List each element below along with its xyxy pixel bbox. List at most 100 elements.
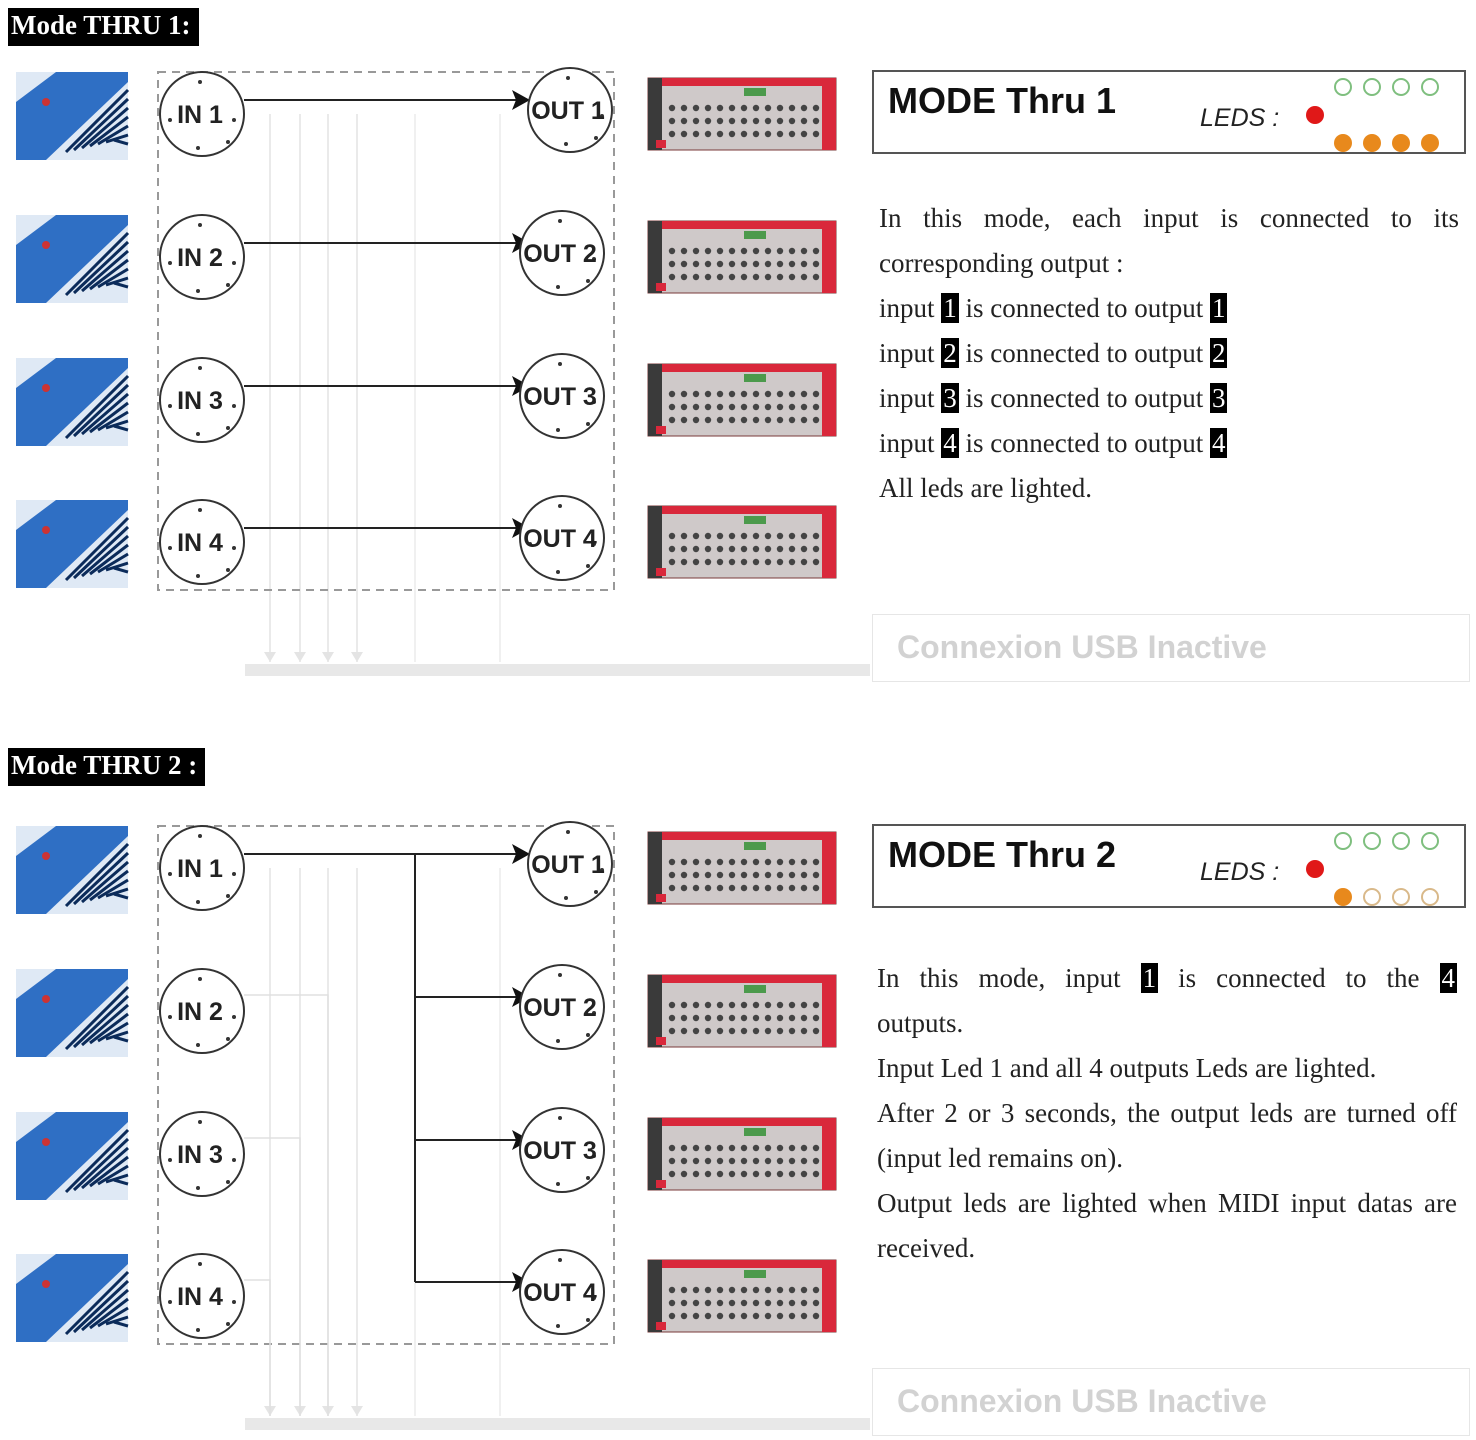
keyboard-icon [16, 358, 130, 446]
midi-in-port: IN 2 [159, 214, 245, 300]
usb-status-box: Connexion USB Inactive [872, 614, 1470, 682]
leds-label: LEDS : [1200, 104, 1280, 132]
midi-out-port: OUT 2 [519, 210, 605, 296]
keyboard-icon [16, 826, 130, 914]
desc-intro-2: outputs. [877, 1008, 964, 1038]
section-title: Mode THRU 1: [8, 8, 199, 46]
desc-para: Input Led 1 and all 4 outputs Leds are l… [877, 1053, 1377, 1083]
usb-status-label: Connexion USB Inactive [897, 1383, 1267, 1419]
midi-in-port: IN 2 [159, 968, 245, 1054]
leds-label: LEDS : [1200, 858, 1280, 886]
midi-out-port: OUT 2 [519, 964, 605, 1050]
usb-arrow [264, 652, 276, 662]
midi-out-port: OUT 4 [519, 1249, 605, 1335]
desc-line: input 2 is connected to output 2 [879, 338, 1228, 368]
svg-text:IN 2: IN 2 [177, 244, 223, 272]
synth-rack-icon [647, 77, 837, 151]
route-arrow [512, 90, 530, 110]
mode-status-box: MODE Thru 1 LEDS : [872, 70, 1466, 154]
desc-intro-2: corresponding output : [879, 248, 1124, 278]
output-led-bottom [1421, 888, 1439, 906]
output-led-bottom [1392, 134, 1410, 152]
usb-bus [245, 664, 870, 676]
output-led-bottom [1363, 134, 1381, 152]
output-led-bottom [1334, 888, 1352, 906]
mode-title: MODE Thru 1 [888, 80, 1117, 121]
svg-text:IN 1: IN 1 [177, 101, 223, 129]
svg-text:OUT 1: OUT 1 [531, 97, 605, 125]
output-led-top [1363, 78, 1381, 96]
usb-arrow [322, 652, 334, 662]
mode-title: MODE Thru 2 [888, 834, 1117, 875]
output-led-bottom [1421, 134, 1439, 152]
synth-rack-icon [647, 505, 837, 579]
input-led [1306, 860, 1324, 878]
output-led-top [1392, 832, 1410, 850]
midi-in-port: IN 1 [159, 825, 245, 911]
synth-rack-icon [647, 363, 837, 437]
keyboard-icon [16, 1254, 130, 1342]
desc-para: After 2 or 3 seconds, the output leds ar… [877, 1098, 1457, 1173]
usb-arrow [351, 1406, 363, 1416]
svg-text:OUT 2: OUT 2 [523, 994, 597, 1022]
mode-thru-1-section: Mode THRU 1: IN 1 OUT 1 IN 2 OUT 2 IN 3 OUT 3… [0, 0, 1476, 700]
desc-line: input 3 is connected to output 3 [879, 383, 1228, 413]
midi-out-port: OUT 1 [527, 821, 613, 907]
mode-description: In this mode, input 1 is connected to th… [877, 956, 1458, 1271]
desc-intro: In this mode, input 1 is connected to th… [877, 963, 1458, 993]
synth-rack-icon [647, 974, 837, 1048]
routing-diagram: IN 1 OUT 1 IN 2 OUT 2 IN 3 OUT 3 IN 4 OUT 4 [16, 821, 870, 1430]
usb-arrow [294, 652, 306, 662]
synth-rack-icon [647, 220, 837, 294]
svg-text:OUT 3: OUT 3 [523, 383, 597, 411]
usb-status-label: Connexion USB Inactive [897, 629, 1267, 665]
mode-status-box: MODE Thru 2 LEDS : [872, 824, 1466, 908]
svg-text:IN 4: IN 4 [177, 1283, 223, 1311]
mode-thru-2-section: Mode THRU 2 : IN 1 OUT 1 IN 2 OUT 2 IN 3 OUT … [0, 740, 1476, 1440]
synth-rack-icon [647, 831, 837, 905]
keyboard-icon [16, 969, 130, 1057]
output-led-top [1421, 832, 1439, 850]
midi-in-port: IN 4 [159, 1253, 245, 1339]
output-led-top [1334, 832, 1352, 850]
inactive-line [244, 1137, 301, 1416]
svg-text:OUT 2: OUT 2 [523, 240, 597, 268]
desc-line: input 4 is connected to output 4 [879, 428, 1228, 458]
output-led-bottom [1392, 888, 1410, 906]
routing-enclosure [157, 825, 615, 1345]
output-led-top [1392, 78, 1410, 96]
keyboard-icon [16, 215, 130, 303]
section-title: Mode THRU 2 : [8, 748, 206, 786]
svg-text:IN 1: IN 1 [177, 855, 223, 883]
midi-in-port: IN 4 [159, 499, 245, 585]
routing-enclosure [157, 71, 615, 591]
keyboard-icon [16, 1112, 130, 1200]
desc-line: input 1 is connected to output 1 [879, 293, 1228, 323]
input-led [1306, 106, 1324, 124]
midi-out-port: OUT 1 [527, 67, 613, 153]
desc-para: Output leds are lighted when MIDI input … [877, 1188, 1457, 1263]
output-led-bottom [1363, 888, 1381, 906]
svg-text:IN 3: IN 3 [177, 1141, 223, 1169]
inactive-line [244, 994, 329, 1416]
midi-in-port: IN 3 [159, 1111, 245, 1197]
usb-bus [245, 1418, 870, 1430]
usb-arrow [351, 652, 363, 662]
desc-outro: All leds are lighted. [879, 473, 1092, 503]
svg-text:OUT 1: OUT 1 [531, 851, 605, 879]
svg-text:IN 2: IN 2 [177, 998, 223, 1026]
output-led-top [1421, 78, 1439, 96]
svg-text:OUT 4: OUT 4 [523, 525, 597, 553]
midi-out-port: OUT 4 [519, 495, 605, 581]
routing-diagram: IN 1 OUT 1 IN 2 OUT 2 IN 3 OUT 3 IN 4 OUT 4 [16, 67, 870, 676]
output-led-top [1334, 78, 1352, 96]
midi-out-port: OUT 3 [519, 1107, 605, 1193]
midi-out-port: OUT 3 [519, 353, 605, 439]
desc-intro: In this mode, each input is connected to… [879, 203, 1459, 233]
synth-rack-icon [647, 1259, 837, 1333]
midi-in-port: IN 1 [159, 71, 245, 157]
svg-text:OUT 3: OUT 3 [523, 1137, 597, 1165]
svg-text:OUT 4: OUT 4 [523, 1279, 597, 1307]
midi-in-port: IN 3 [159, 357, 245, 443]
svg-text:IN 3: IN 3 [177, 387, 223, 415]
